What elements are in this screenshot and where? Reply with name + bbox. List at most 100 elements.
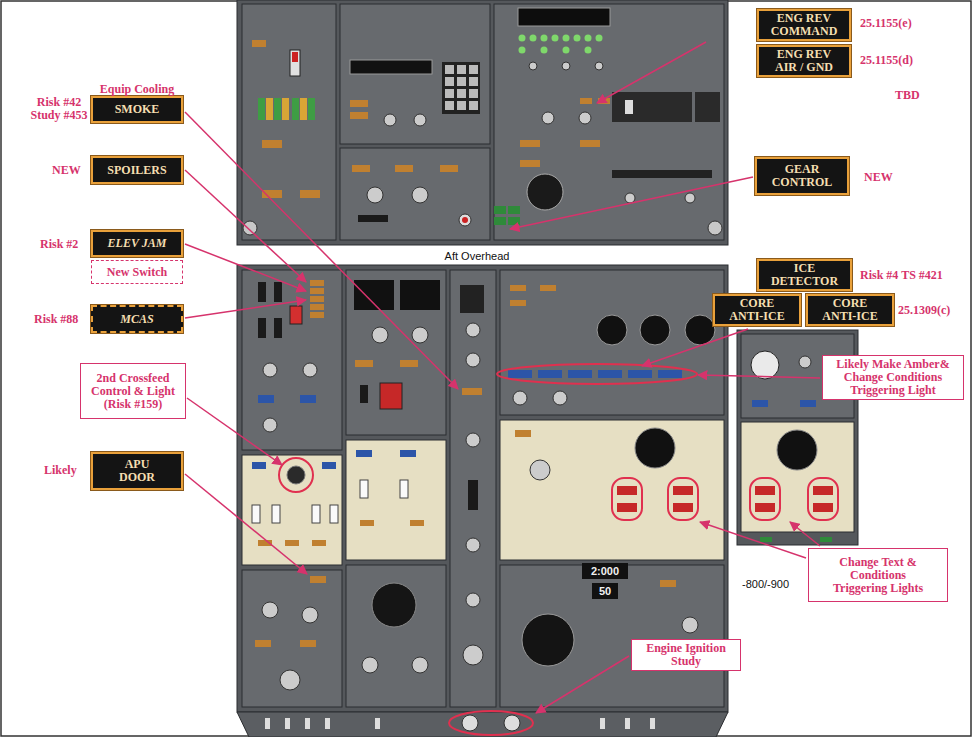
rotary-knob	[799, 356, 811, 368]
leader-arrow	[642, 329, 748, 366]
annunciator-light	[310, 312, 324, 318]
panel-face	[346, 270, 446, 435]
callout-box: ELEV JAM	[91, 230, 183, 257]
annunciator-light	[285, 540, 299, 546]
screw-head	[243, 221, 257, 235]
rotary-knob	[414, 114, 426, 126]
rotary-knob	[595, 62, 603, 70]
push-button	[459, 214, 471, 226]
panel-face	[494, 4, 724, 240]
annunciator-light	[282, 98, 289, 120]
leader-arrow	[597, 42, 706, 103]
panel-part	[612, 170, 712, 178]
annunciator-light	[255, 640, 271, 647]
crossfeed-knob	[287, 466, 305, 484]
pack-switch	[813, 486, 833, 495]
toggle-switch	[290, 50, 300, 76]
callout-box: ENG REV COMMAND	[757, 9, 851, 41]
callout-heading: Equip Cooling	[63, 83, 211, 96]
gauge-dial	[635, 428, 675, 468]
pack-switch	[755, 503, 775, 512]
blue-light	[300, 395, 316, 403]
blue-light	[258, 395, 274, 403]
panel-face	[500, 420, 724, 560]
panel-face	[242, 455, 342, 565]
leader-arrow	[185, 474, 307, 574]
callout-text: Likely Make Amber& Change Conditions Tri…	[831, 358, 955, 397]
annunciator-light	[580, 98, 592, 104]
annunciator-light	[274, 98, 281, 120]
panel-face	[450, 270, 496, 707]
keypad-key	[469, 89, 478, 98]
gear-light	[508, 206, 520, 214]
rotary-knob	[367, 187, 383, 203]
rotary-knob	[263, 363, 277, 377]
rotary-knob	[412, 187, 428, 203]
risk-ref: Risk #4 TS #421	[860, 269, 943, 282]
panel-face	[237, 0, 728, 245]
toggle-switch	[360, 385, 368, 403]
toggle-switch	[305, 718, 310, 729]
panel-face	[500, 565, 724, 707]
panel-face	[346, 440, 446, 560]
annunciator-light	[515, 430, 531, 437]
annunciator-light	[355, 360, 373, 367]
display-window	[400, 280, 440, 310]
keypad-key	[457, 89, 466, 98]
indicator-light	[585, 47, 592, 54]
annunciator-light	[292, 98, 299, 120]
keypad	[442, 62, 480, 114]
panel-face	[237, 712, 728, 737]
rotary-knob	[562, 62, 570, 70]
callout-box: Equip CoolingSMOKE	[91, 96, 183, 123]
callout-box: ICE DETECTOR	[757, 259, 852, 291]
status-note: NEW	[864, 171, 893, 184]
indicator-light	[820, 537, 832, 542]
rotary-knob	[553, 391, 567, 405]
callout-text: Engine Ignition Study	[640, 642, 732, 668]
rotary-knob	[466, 353, 480, 367]
annunciator-light	[540, 285, 556, 291]
pack-switch	[673, 486, 693, 495]
rotary-knob	[625, 193, 635, 203]
regulation-ref: 25.1309(c)	[898, 304, 950, 317]
toggle-switch	[400, 480, 408, 498]
callout-text: CORE ANTI-ICE	[726, 297, 788, 323]
note-box: 2nd Crossfeed Control & Light (Risk #159…	[80, 363, 186, 419]
annunciator-light	[510, 300, 526, 306]
leader-arrow	[698, 375, 820, 378]
blue-light	[252, 462, 266, 469]
keypad-key	[457, 77, 466, 86]
toggle-switch	[292, 52, 298, 62]
indicator-light	[541, 35, 548, 42]
note-box: Engine Ignition Study	[631, 639, 741, 671]
rotary-knob	[466, 323, 480, 337]
screw-head	[708, 221, 722, 235]
highlight-rings	[279, 364, 838, 735]
rotary-knob	[280, 670, 300, 690]
aft-overhead-panel	[237, 0, 728, 245]
rotary-knob	[530, 460, 550, 480]
toggle-switch	[265, 718, 270, 729]
callout-box: SPOILERS	[91, 156, 183, 184]
annunciator-light	[300, 640, 316, 647]
toggle-switch	[625, 718, 630, 729]
indicator-light	[563, 47, 570, 54]
keypad-key	[445, 101, 454, 110]
annunciator-light	[360, 520, 374, 526]
keypad-key	[445, 65, 454, 74]
rotary-knob	[466, 433, 480, 447]
leader-arrow	[790, 522, 820, 546]
callout-text: ELEV JAM	[108, 237, 167, 250]
rotary-knob	[302, 607, 318, 623]
gear-light	[508, 217, 520, 225]
indicator-light	[519, 47, 526, 54]
callout-text: SPOILERS	[107, 164, 166, 177]
display-window	[582, 563, 628, 579]
display-readout: 50	[592, 584, 618, 598]
toggle-switch	[258, 282, 266, 302]
panel-face	[340, 4, 490, 144]
leader-arrow	[510, 177, 753, 229]
gauge-dial	[597, 315, 627, 345]
